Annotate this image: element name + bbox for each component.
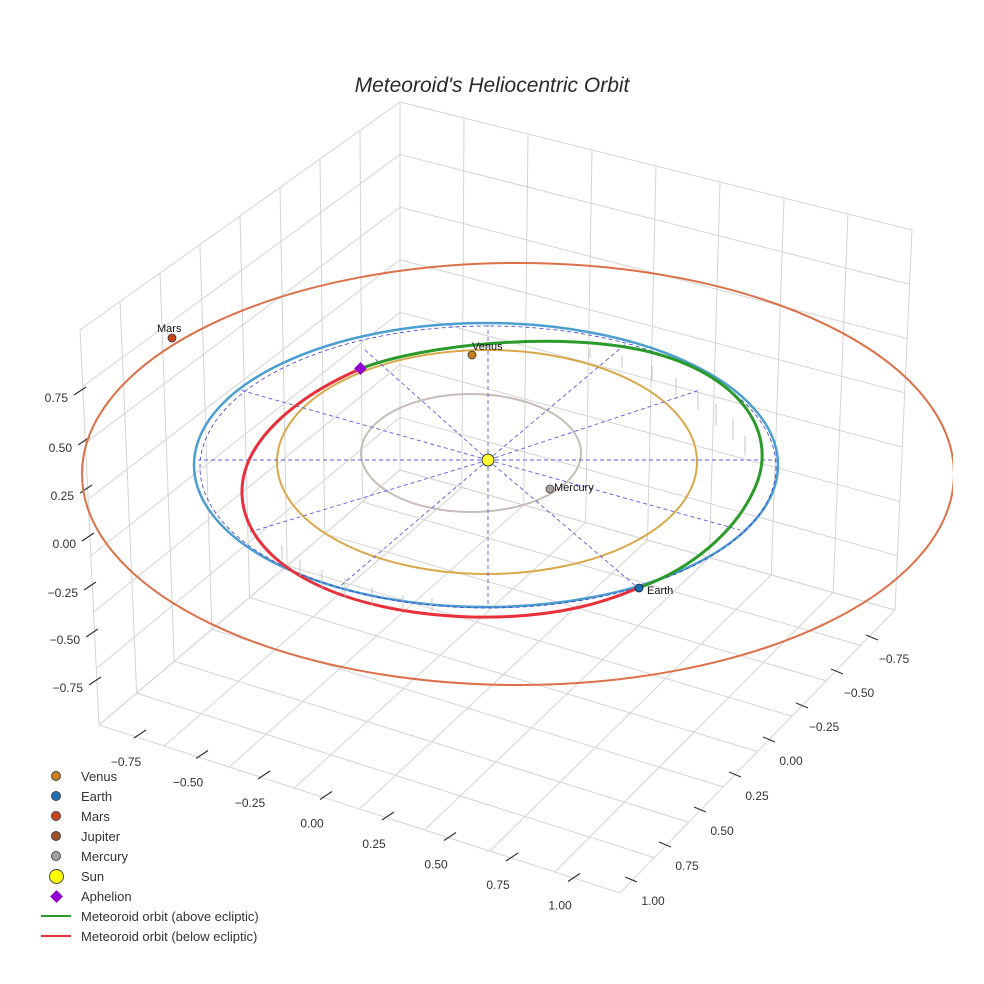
- earth-marker[interactable]: [634, 583, 644, 593]
- earth-orbit: [192, 321, 780, 609]
- line-swatch-icon: [38, 926, 74, 946]
- circle-marker-icon: [38, 826, 74, 846]
- x-tick-label: 0.75: [486, 878, 510, 892]
- legend-label: Meteoroid orbit (below ecliptic): [81, 928, 258, 944]
- x-tick-label: 0.50: [424, 858, 448, 872]
- legend-item[interactable]: Jupiter: [38, 826, 259, 846]
- legend-item[interactable]: Venus: [38, 766, 259, 786]
- sun-marker[interactable]: [481, 453, 495, 467]
- legend-label: Sun: [81, 868, 105, 884]
- legend-item[interactable]: Meteoroid orbit (below ecliptic): [38, 926, 259, 946]
- mercury-orbit: [360, 393, 582, 513]
- axis-ticks: [73, 386, 879, 883]
- legend-label: Jupiter: [81, 828, 121, 844]
- mars-marker[interactable]: [167, 333, 177, 343]
- y-tick-label: 0.50: [710, 824, 734, 838]
- x-tick-label: −0.25: [235, 796, 266, 810]
- y-axis-tick-labels: −0.75 −0.50 −0.25 0.00 0.25 0.50 0.75 1.00: [641, 652, 909, 908]
- z-tick-label: −0.25: [48, 586, 79, 600]
- circle-marker-icon: [38, 766, 74, 786]
- legend-item[interactable]: Sun: [38, 866, 259, 886]
- chart-title: Meteoroid's Heliocentric Orbit: [354, 74, 630, 97]
- mars-label: Mars: [157, 323, 182, 335]
- legend-label: Venus: [81, 768, 118, 784]
- z-axis-tick-labels: 0.75 0.50 0.25 0.00 −0.25 −0.50 −0.75: [45, 391, 84, 695]
- mercury-label: Mercury: [554, 482, 594, 494]
- legend-item[interactable]: Mercury: [38, 846, 259, 866]
- y-tick-label: −0.50: [844, 686, 875, 700]
- legend-label: Aphelion: [81, 888, 132, 904]
- venus-label: Venus: [472, 341, 503, 353]
- meteoroid-orbit-above: [359, 339, 764, 590]
- circle-marker-icon: [38, 806, 74, 826]
- z-tick-label: −0.50: [50, 633, 81, 647]
- radial-dashed-lines: [198, 325, 777, 608]
- y-tick-label: 0.25: [745, 789, 769, 803]
- y-tick-label: 0.00: [779, 754, 803, 768]
- x-tick-label: 0.00: [300, 817, 324, 831]
- y-tick-label: 1.00: [641, 894, 665, 908]
- mercury-marker[interactable]: [545, 484, 555, 494]
- sun-marker-icon: [38, 866, 74, 886]
- z-tick-label: −0.75: [53, 681, 84, 695]
- drop-lines: [281, 348, 746, 612]
- y-tick-label: −0.25: [809, 720, 840, 734]
- diamond-marker-icon: [38, 886, 74, 906]
- legend-label: Earth: [81, 788, 113, 804]
- legend-label: Mars: [81, 808, 110, 824]
- venus-orbit: [276, 349, 698, 575]
- z-tick-label: 0.75: [45, 391, 69, 405]
- x-tick-label: 1.00: [548, 899, 572, 913]
- z-tick-label: 0.00: [53, 537, 77, 551]
- x-tick-label: −0.50: [173, 776, 204, 790]
- legend-item[interactable]: Mars: [38, 806, 259, 826]
- z-tick-label: 0.50: [49, 441, 73, 455]
- circle-marker-icon: [38, 786, 74, 806]
- x-tick-label: 0.25: [362, 837, 386, 851]
- grid-lines: [79, 101, 913, 894]
- z-tick-label: 0.25: [51, 489, 75, 503]
- x-axis-tick-labels: −0.75 −0.50 −0.25 0.00 0.25 0.50 0.75 1.00: [111, 755, 572, 913]
- y-tick-label: −0.75: [879, 652, 910, 666]
- legend-item[interactable]: Aphelion: [38, 886, 259, 906]
- venus-marker[interactable]: [467, 350, 477, 360]
- y-tick-label: 0.75: [675, 859, 699, 873]
- legend-item[interactable]: Earth: [38, 786, 259, 806]
- legend-item[interactable]: Meteoroid orbit (above ecliptic): [38, 906, 259, 926]
- legend-label: Mercury: [81, 848, 128, 864]
- line-swatch-icon: [38, 906, 74, 926]
- circle-marker-icon: [38, 846, 74, 866]
- legend-label: Meteoroid orbit (above ecliptic): [81, 908, 259, 924]
- aphelion-marker[interactable]: [354, 362, 367, 375]
- mars-orbit: [81, 262, 953, 686]
- meteoroid-orbit-below: [240, 367, 639, 619]
- earth-label: Earth: [647, 585, 673, 597]
- x-tick-label: −0.75: [111, 755, 142, 769]
